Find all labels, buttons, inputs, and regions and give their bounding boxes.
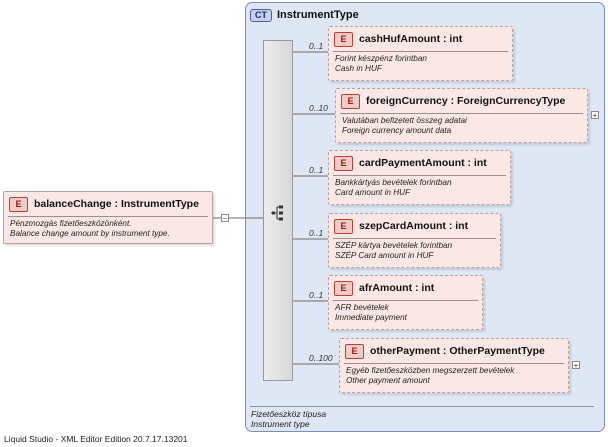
child-connectors	[293, 51, 339, 365]
element-name: cashHufAmount : int	[359, 33, 463, 45]
complex-type-header: CT InstrumentType	[250, 7, 359, 23]
complex-type-divider	[250, 406, 594, 407]
element-icon: E	[334, 218, 353, 234]
cardinality-label: 0..1	[309, 165, 324, 175]
expand-toggle[interactable]: +	[572, 361, 580, 370]
doc-line: Pénzmozgás fizetőeszközönként.	[10, 219, 132, 228]
doc-line: AFR bevételek	[335, 303, 389, 312]
doc-line: SZÉP Card amount in HUF	[335, 251, 434, 260]
element-divider	[344, 363, 564, 364]
complex-type-title: InstrumentType	[277, 9, 359, 21]
doc-line: Foreign currency amount data	[342, 126, 452, 135]
cardinality-label: 0..100	[309, 353, 333, 363]
doc-line: Card amount in HUF	[335, 188, 411, 197]
complex-type-icon: CT	[250, 8, 272, 22]
doc-line: Bankkártyás bevételek forintban	[335, 178, 452, 187]
element-divider	[333, 238, 496, 239]
doc-line: SZÉP kártya bevételek forintban	[335, 241, 453, 250]
element-name: foreignCurrency : ForeignCurrencyType	[366, 95, 566, 107]
element-name: afrAmount : int	[359, 282, 435, 294]
element-divider	[333, 51, 508, 52]
collapse-toggle[interactable]: −	[221, 214, 229, 223]
element-icon: E	[334, 31, 353, 47]
element-icon: E	[9, 196, 28, 212]
complex-type-doc: Fizetőeszköz típusa Instrument type	[251, 409, 326, 429]
element-name: szepCardAmount : int	[359, 220, 469, 232]
cardinality-label: 0..1	[309, 41, 324, 51]
expand-toggle[interactable]: +	[591, 111, 599, 120]
sequence-icon	[271, 205, 283, 221]
element-name: cardPaymentAmount : int	[359, 157, 487, 169]
element-icon: E	[345, 343, 364, 359]
complex-type-doc-line: Instrument type	[251, 419, 310, 429]
doc-line: Egyéb fizetőeszközben megszerzett bevéte…	[346, 366, 515, 375]
cardinality-label: 0..1	[309, 290, 324, 300]
application-footer: Liquid Studio - XML Editor Edition 20.7.…	[4, 434, 188, 444]
cardinality-label: 0..1	[309, 228, 324, 238]
root-element-name: balanceChange : InstrumentType	[34, 198, 199, 210]
element-divider	[333, 175, 506, 176]
element-doc: Egyéb fizetőeszközben megszerzett bevéte…	[346, 366, 514, 386]
element-divider	[340, 113, 583, 114]
element-divider	[8, 216, 208, 217]
sequence-compositor[interactable]	[263, 40, 293, 381]
doc-line: Other payment amount	[346, 376, 430, 385]
doc-line: Valutában befizetett összeg adatai	[342, 116, 467, 125]
doc-line: Balance change amount by instrument type…	[10, 229, 170, 238]
complex-type-doc-line: Fizetőeszköz típusa	[251, 409, 327, 419]
doc-line: Forint készpénz forintban	[335, 54, 427, 63]
root-element-doc: Pénzmozgás fizetőeszközönként. Balance c…	[10, 219, 170, 239]
doc-line: Cash in HUF	[335, 64, 382, 73]
element-icon: E	[341, 93, 360, 109]
element-divider	[333, 300, 478, 301]
element-icon: E	[334, 280, 353, 296]
root-element-balanceChange[interactable]: E balanceChange : InstrumentType Pénzmoz…	[3, 191, 213, 244]
element-icon: E	[334, 155, 353, 171]
doc-line: Immediate payment	[335, 313, 407, 322]
root-element-header: E balanceChange : InstrumentType	[9, 196, 199, 212]
element-name: otherPayment : OtherPaymentType	[370, 345, 545, 357]
cardinality-label: 0..10	[309, 103, 328, 113]
